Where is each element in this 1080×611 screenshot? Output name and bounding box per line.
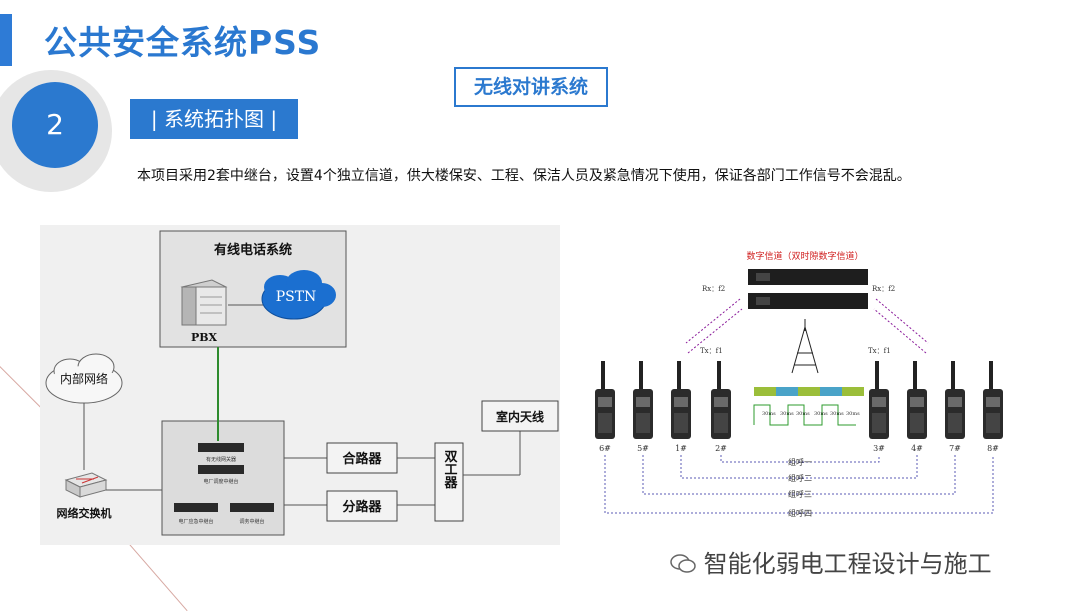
section-label: | 系统拓扑图 | [130,99,298,139]
radio-tower-icon [791,319,819,374]
pstn-cloud-icon [261,270,336,320]
radio-label: 3# [873,444,885,453]
wechat-icon [670,552,696,573]
description-text: 本项目采用2套中继台，设置4个独立信道，供大楼保安、工程、保洁人员及紧急情况下使… [137,168,911,184]
rx-arrow [685,298,741,344]
timeslot-label: 30ms [762,411,776,417]
group-call-label: 组呼一 [788,457,812,467]
system-name-box: 无线对讲系统 [454,67,608,107]
timeslot-strip [753,387,864,426]
radio-handset-icon [711,361,731,439]
radio-handset-icon [633,361,653,439]
repeater-title: 数字信道（双时隙数字信道） [746,250,863,262]
combiner-box [326,442,398,474]
section-number-badge: 2 [12,82,98,168]
radio-label: 2# [715,444,727,453]
tx-arrow [875,298,929,344]
radio-handset-icon [595,361,615,439]
timeslot-label: 30ms [846,411,860,417]
splitter-box [326,490,398,522]
repeater-device-icon [198,465,244,474]
wired-topology-diagram: 有线电话系统 PBX PSTN 内部网络 [40,225,560,545]
watermark-label: 智能化弱电工程设计与施工 [703,550,992,578]
repeater-unit-icon [748,293,868,309]
rx-arrow [873,308,927,354]
pbx-label: PBX [191,331,218,344]
radio-label: 5# [637,444,649,453]
radio-handset-icon [671,361,691,439]
network-switch-icon [64,472,108,498]
timeslot-label: 30ms [814,411,828,417]
pbx-server-icon [180,279,228,326]
device-label: 电厂调度中继台 [203,478,238,485]
radio-label: 8# [987,444,999,453]
radio-group-svg: 数字信道（双时隙数字信道） Rx：f2 Rx：f2 Tx：f1 Tx：f1 [595,250,1003,518]
tx-label: Tx：f1 [700,347,723,355]
timeslot-label: 30ms [830,411,844,417]
internal-network-cloud-icon [45,353,123,404]
radio-group-diagram: 数字信道（双时隙数字信道） Rx：f2 Rx：f2 Tx：f1 Tx：f1 [590,235,1020,525]
indoor-antenna-label: 室内天线 [496,409,544,424]
indoor-antenna-box [481,400,559,432]
group-call-label: 组呼二 [788,473,812,483]
internal-network-label: 内部网络 [60,371,108,386]
radio-handset-group [595,361,1003,439]
radio-label: 1# [675,444,687,453]
rx-label: Rx：f2 [702,285,725,293]
network-switch-label: 网络交换机 [57,506,112,520]
splitter-label: 分路器 [342,499,382,515]
page-title: 公共安全系统PSS [44,23,322,62]
tx-label: Tx：f1 [868,347,891,355]
radio-label: 7# [949,444,961,453]
repeater-rack-box [161,420,285,536]
device-label: 有无线网关器 [206,456,236,463]
device-label: 调务中继台 [239,518,264,525]
rx-label: Rx：f2 [872,285,895,293]
watermark-text: 智能化弱电工程设计与施工 [670,544,992,579]
group-call-label: 组呼三 [788,489,812,499]
radio-handset-icon [983,361,1003,439]
radio-handset-icon [907,361,927,439]
duplexer-box [434,442,464,522]
radio-label: 6# [599,444,611,453]
combiner-label: 合路器 [342,451,382,467]
radio-label: 4# [911,444,923,453]
group-call-label: 组呼四 [788,508,812,518]
repeater-device-icon [174,503,274,512]
timeslot-label: 30ms [796,411,810,417]
gateway-device-icon [198,443,244,452]
device-label: 电厂应急中继台 [178,518,213,525]
pstn-label: PSTN [276,289,317,305]
duplexer-label: 双工器 [442,450,459,490]
wired-topology-svg: 有线电话系统 PBX PSTN 内部网络 [45,230,559,536]
decorative-line [121,535,188,611]
wired-phone-title: 有线电话系统 [214,242,292,258]
timeslot-label: 30ms [780,411,794,417]
repeater-unit-icon [748,269,868,285]
group-call-lines [604,455,994,514]
radio-handset-icon [869,361,889,439]
title-accent-bar [0,14,12,66]
radio-handset-icon [945,361,965,439]
